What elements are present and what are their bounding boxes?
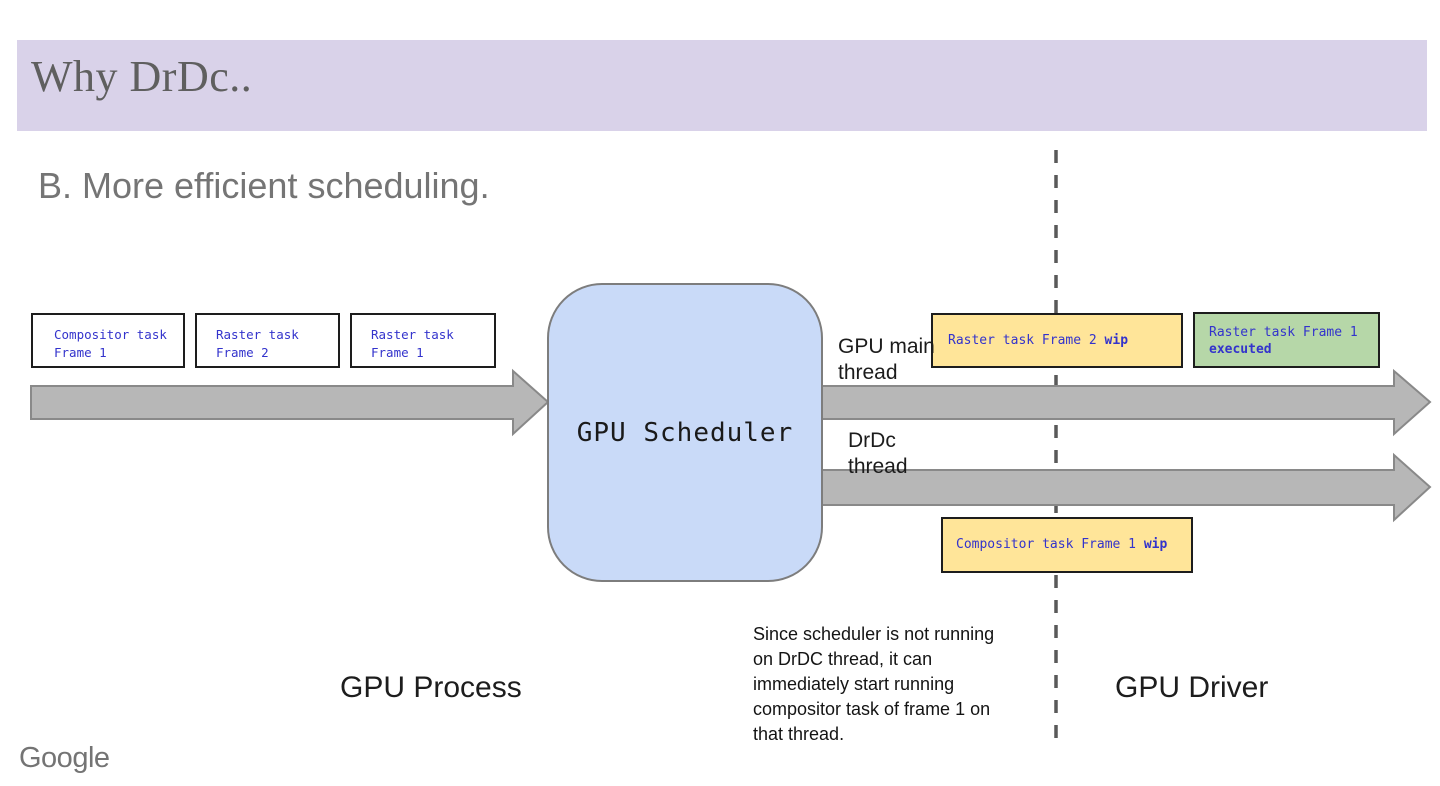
gpu-process-label: GPU Process (340, 671, 522, 704)
thread-label-line1: GPU main (838, 335, 935, 358)
task-label: Compositor task Frame 1 wip (956, 537, 1168, 553)
slide-title: Why DrDc.. (31, 52, 253, 101)
task-status-wip: wip (1143, 537, 1168, 553)
drdc-thread-arrow (821, 452, 1432, 523)
queued-task-raster-frame2: Raster task Frame 2 (195, 313, 340, 368)
task-status-executed: executed (1209, 342, 1272, 357)
thread-label-line2: thread (838, 361, 898, 384)
gpu-driver-label: GPU Driver (1115, 671, 1269, 704)
task-label: Raster task Frame 2 wip (948, 332, 1129, 348)
running-task-compositor-frame1-wip: Compositor task Frame 1 wip (941, 517, 1193, 573)
task-label-line2: Frame 2 (216, 344, 269, 360)
note-line: immediately start running (753, 674, 955, 694)
gpu-main-thread-label: GPU main thread (838, 334, 935, 386)
task-label-line1: Compositor task (54, 327, 167, 342)
gpu-scheduler-label: GPU Scheduler (576, 417, 794, 448)
note-line: compositor task of frame 1 on (753, 699, 991, 719)
header-bar (17, 40, 1427, 131)
task-label-line2: Frame 1 (371, 344, 424, 360)
gpu-main-thread-arrow (821, 368, 1432, 437)
note-line: on DrDC thread, it can (753, 649, 933, 669)
scheduler-note: Since scheduler is not running on DrDC t… (753, 622, 1053, 747)
thread-label-line2: thread (848, 455, 908, 478)
running-task-raster-frame2-wip: Raster task Frame 2 wip (931, 313, 1183, 368)
task-label-line1: Raster task (216, 327, 299, 342)
task-label-line1: Raster task (371, 327, 454, 342)
drdc-thread-label: DrDc thread (848, 428, 908, 480)
thread-label-line1: DrDc (848, 429, 896, 452)
note-line: Since scheduler is not running (753, 624, 995, 644)
executed-task-raster-frame1: Raster task Frame 1 executed (1193, 312, 1380, 368)
task-label-line2: Frame 1 (54, 344, 107, 360)
note-line: that thread. (753, 724, 845, 744)
gpu-scheduler-box: GPU Scheduler (547, 283, 823, 582)
task-status-wip: wip (1104, 332, 1129, 348)
task-label-line1: Raster task Frame 1 (1209, 325, 1358, 340)
google-logo: Google (19, 742, 110, 774)
slide-subtitle: B. More efficient scheduling. (38, 165, 490, 206)
queued-task-raster-frame1: Raster task Frame 1 (350, 313, 496, 368)
queue-to-scheduler-arrow (30, 368, 550, 437)
queued-task-compositor-frame1: Compositor task Frame 1 (31, 313, 185, 368)
